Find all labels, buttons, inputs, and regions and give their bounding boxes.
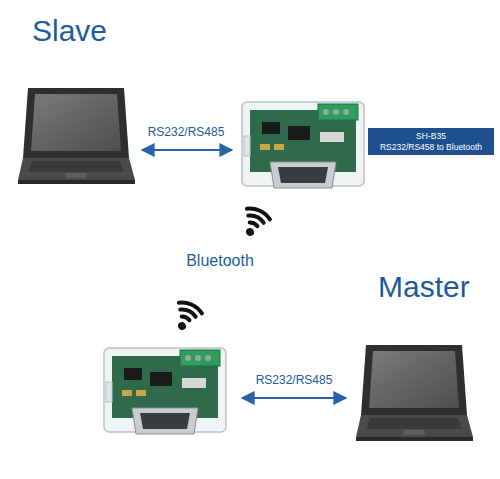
interface-label: RS232/RS485: [148, 126, 225, 140]
serial-arrow: [242, 397, 346, 399]
link-label: Bluetooth: [186, 252, 254, 270]
interface-label: RS232/RS485: [256, 374, 333, 388]
model-description: RS232/RS458 to Bluetooth: [373, 142, 489, 153]
model-name: SH-B35: [373, 131, 489, 142]
converter-module: [104, 348, 226, 434]
laptop-icon: [18, 88, 135, 184]
product-tag: SH-B35RS232/RS458 to Bluetooth: [368, 128, 494, 155]
role-title: Slave: [32, 14, 107, 49]
converter-module: [242, 102, 364, 188]
wireless-symbol: [170, 297, 205, 332]
wireless-symbol: [238, 203, 273, 238]
laptop-icon: [356, 345, 473, 441]
role-title: Master: [378, 270, 470, 305]
serial-arrow: [142, 149, 232, 151]
